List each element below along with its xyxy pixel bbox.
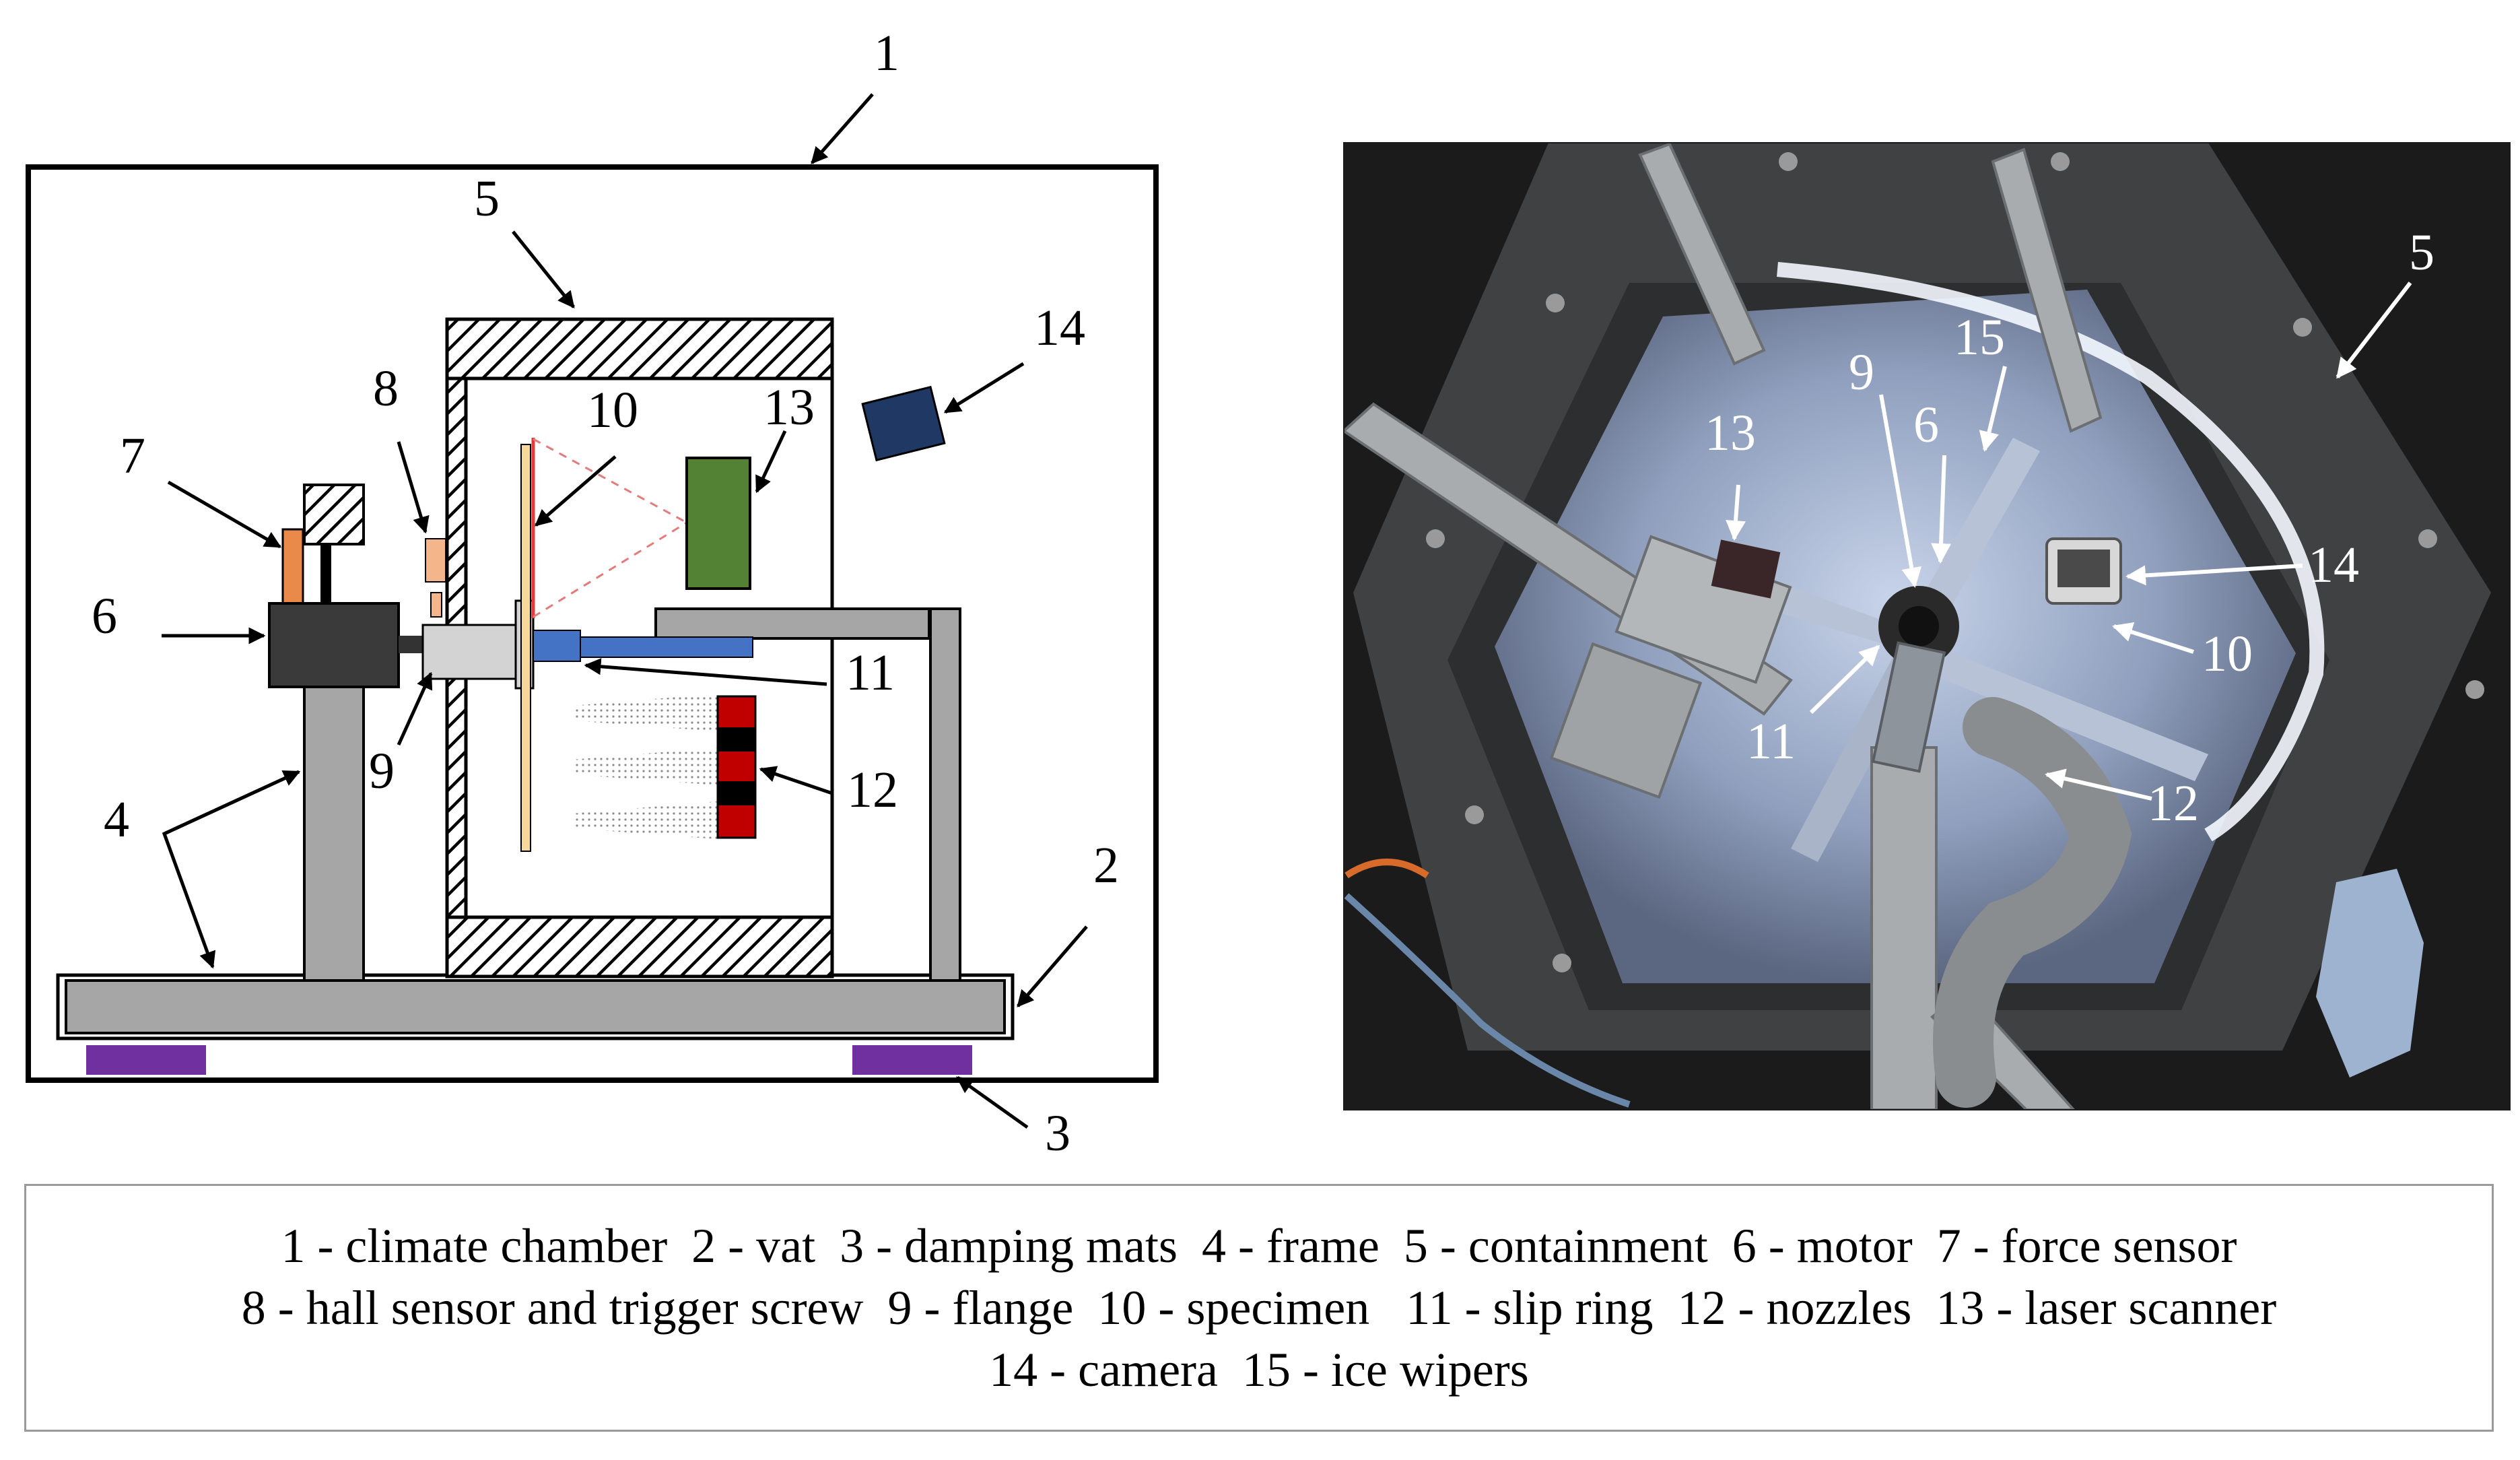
callout-4: 4 (104, 791, 129, 848)
rig-photo: 5 9 6 15 13 14 10 11 12 (1344, 143, 2510, 1110)
photo-callout-15: 15 (1954, 309, 2005, 366)
motor-mount (303, 484, 365, 545)
sensor-post (320, 544, 331, 603)
legend-line-2: 8 - hall sensor and trigger screw 9 - fl… (241, 1281, 2277, 1335)
photo-laser-scanner (1711, 539, 1781, 599)
callout-7: 7 (120, 428, 145, 484)
motor (268, 602, 400, 688)
callout-5: 5 (474, 170, 500, 227)
diagram-arrows (162, 93, 1088, 1129)
spray-cone-1 (572, 694, 718, 731)
spray-cone-3 (572, 801, 718, 839)
photo-cables (1344, 893, 1631, 1108)
callout-14: 14 (1034, 300, 1085, 356)
callout-6: 6 (92, 588, 117, 644)
callout-9: 9 (369, 743, 395, 799)
legend-box: 1 - climate chamber 2 - vat 3 - damping … (24, 1184, 2494, 1432)
climate-chamber (26, 164, 1159, 1083)
containment-top-wall (445, 317, 834, 380)
photo-callout-9: 9 (1849, 344, 1874, 401)
frame-column-right (929, 607, 961, 982)
photo-callout-13: 13 (1705, 405, 1756, 461)
callout-1: 1 (874, 25, 899, 81)
motor-shaft (399, 636, 423, 653)
slip-ring (533, 630, 581, 662)
laser-scanner (685, 457, 751, 590)
camera (861, 385, 946, 462)
force-sensor (281, 528, 304, 605)
photo-arrows (1726, 281, 2412, 801)
frame-column (303, 682, 365, 982)
photo-callout-10: 10 (2202, 626, 2253, 682)
photo-cloth (2316, 869, 2424, 1077)
damping-mat-right (852, 1045, 972, 1075)
led-strip (1777, 262, 2325, 842)
photo-callout-14: 14 (2308, 537, 2359, 593)
frame-arm (654, 607, 930, 640)
callout-3: 3 (1045, 1105, 1070, 1162)
legend-line-3: 14 - camera 15 - ice wipers (989, 1343, 1529, 1397)
hall-sensor (425, 538, 446, 583)
callout-13: 13 (763, 379, 815, 436)
schematic-diagram: 1 2 3 4 5 6 7 8 9 10 11 12 13 14 (26, 25, 1159, 1162)
callout-11: 11 (846, 644, 895, 701)
callout-2: 2 (1093, 837, 1119, 894)
legend-line-1: 1 - climate chamber 2 - vat 3 - damping … (281, 1219, 2237, 1273)
nozzles (716, 695, 757, 839)
callout-12: 12 (847, 762, 898, 818)
nozzle-hose (1933, 697, 2132, 1108)
photo-border (1343, 142, 2511, 1110)
photo-callout-11: 11 (1746, 713, 1796, 770)
photo-slip-ring (1871, 641, 1946, 773)
callout-8: 8 (373, 360, 399, 417)
photo-callout-6: 6 (1913, 397, 1939, 453)
callout-10: 10 (587, 382, 638, 438)
slip-ring-cable (580, 636, 753, 658)
orange-cable (1344, 859, 1429, 879)
containment-bottom-wall (445, 915, 834, 978)
laser-beam-bottom (533, 521, 687, 618)
photo-callout-12: 12 (2148, 775, 2199, 832)
flange (421, 624, 517, 680)
damping-mat-left (86, 1045, 206, 1075)
trigger-screw (430, 592, 442, 618)
spray-cone-2 (572, 748, 718, 785)
photo-callout-5: 5 (2409, 224, 2434, 281)
vat-floor (65, 979, 1006, 1034)
scanner-mount-lower (1549, 642, 1703, 799)
laser-beam-top (533, 438, 687, 524)
camera-lens-window (2057, 550, 2110, 587)
specimen (520, 444, 531, 852)
